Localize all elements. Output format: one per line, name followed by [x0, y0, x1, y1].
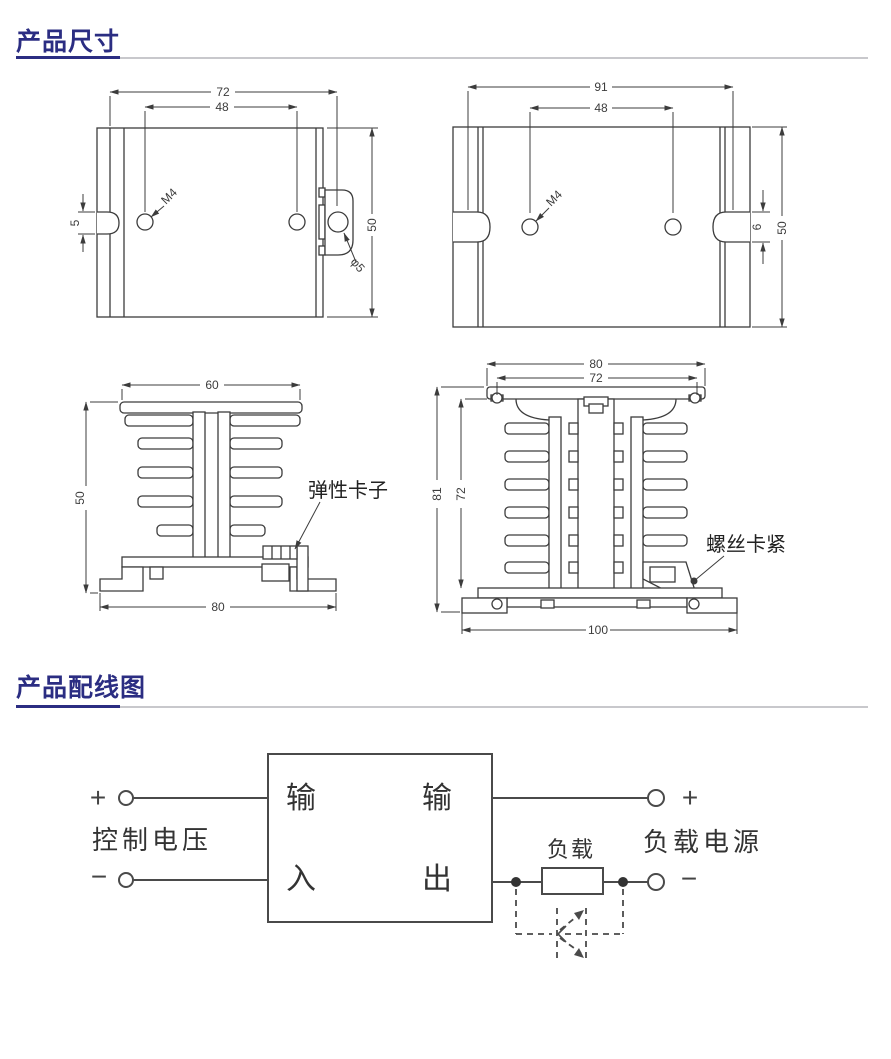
control-minus-terminal — [118, 872, 134, 888]
dim-inner-height: 72 — [454, 487, 468, 501]
dim-base-width: 100 — [588, 623, 608, 637]
control-plus-terminal — [118, 790, 134, 806]
left-slot — [97, 211, 120, 235]
optional-suppressor-symbol — [515, 889, 624, 958]
drawing-panel-large-top-view: 91 48 50 6 M4 — [452, 80, 789, 328]
load-plus-sign: + — [682, 782, 698, 813]
tab-hole — [327, 211, 349, 233]
control-voltage-label: 控制电压 — [92, 825, 212, 855]
spring-clip — [261, 545, 298, 582]
spring-clip-callout: 弹性卡子 — [308, 479, 388, 502]
panel-small-body — [96, 127, 354, 318]
load-resistor — [541, 867, 604, 895]
tab-hole-label: φ5 — [348, 255, 368, 275]
left-slot — [453, 211, 491, 243]
divider-accent-segment — [16, 705, 120, 708]
drawing-heatsink-small-side-view: 60 50 80 弹性卡子 — [73, 378, 388, 614]
m4-hole-right — [664, 218, 682, 236]
dim-total-height: 81 — [430, 487, 444, 501]
dimensions-section-title: 产品尺寸 — [16, 28, 121, 56]
wiring-diagram: 输 入 输 出 + − 控制电压 + − 负载 负载电源 — [90, 753, 763, 958]
dim-total-width: 72 — [216, 85, 230, 99]
load-minus-terminal — [647, 873, 665, 891]
dim-top-inner-width: 72 — [589, 371, 603, 385]
dim-height: 50 — [775, 221, 789, 235]
load-minus-sign: − — [681, 863, 697, 894]
drawing-heatsink-large-side-view: 80 72 81 72 100 螺丝卡紧 — [430, 357, 786, 637]
right-slot — [712, 211, 750, 243]
dim-slot-height: 6 — [750, 223, 764, 230]
load-power-label: 负载电源 — [643, 827, 763, 857]
relay-box: 输 入 输 出 — [267, 753, 493, 923]
panel-large-body — [452, 126, 751, 328]
control-side: + − 控制电压 — [90, 782, 268, 892]
panel-small-dimensions: 72 48 50 5 M4 φ5 — [68, 85, 379, 318]
dim-hole-spacing: 48 — [594, 101, 608, 115]
wiring-section-title: 产品配线图 — [16, 674, 147, 702]
drawing-panel-small-top-view: 72 48 50 5 M4 φ5 — [68, 85, 379, 318]
thread-label: M4 — [543, 187, 565, 209]
heatsink-large-body — [461, 386, 738, 614]
relay-input-char-top: 输 — [286, 782, 316, 815]
control-minus-sign: − — [91, 861, 107, 892]
dim-total-width: 91 — [594, 80, 608, 94]
divider-gray-segment — [120, 56, 868, 59]
load-plus-terminal — [647, 789, 665, 807]
divider-gray-segment — [120, 705, 868, 708]
wiring-title-divider — [16, 705, 868, 708]
thread-label: M4 — [158, 185, 180, 207]
control-plus-sign: + — [90, 782, 106, 813]
dim-top-width: 80 — [589, 357, 603, 371]
m4-hole-left — [521, 218, 539, 236]
screw-clamp-callout: 螺丝卡紧 — [706, 533, 786, 556]
load-label: 负载 — [547, 837, 595, 862]
dim-slot-height: 5 — [68, 219, 82, 226]
m4-hole-right — [288, 213, 306, 231]
heatsink-large-dimensions: 80 72 81 72 100 螺丝卡紧 — [430, 357, 786, 637]
m4-hole-left — [136, 213, 154, 231]
dim-height: 50 — [73, 491, 87, 505]
panel-large-dimensions: 91 48 50 6 M4 — [467, 80, 789, 328]
relay-input-char-bottom: 入 — [286, 863, 316, 896]
divider-accent-segment — [16, 56, 120, 59]
dim-top-width: 60 — [205, 378, 219, 392]
heatsink-small-body — [99, 401, 337, 592]
din-rail-base — [461, 587, 738, 614]
heatsink-small-dimensions: 60 50 80 弹性卡子 — [73, 378, 388, 614]
dim-base-width: 80 — [211, 600, 225, 614]
dimensions-title-divider — [16, 56, 868, 59]
relay-output-char-bottom: 出 — [422, 863, 452, 896]
junction-dot-left — [511, 877, 521, 887]
junction-dot-right — [618, 877, 628, 887]
dim-height: 50 — [365, 218, 379, 232]
dim-hole-spacing: 48 — [215, 100, 229, 114]
relay-output-char-top: 输 — [422, 782, 452, 815]
left-foot — [99, 566, 144, 592]
load-side: + − 负载 负载电源 — [492, 782, 763, 958]
